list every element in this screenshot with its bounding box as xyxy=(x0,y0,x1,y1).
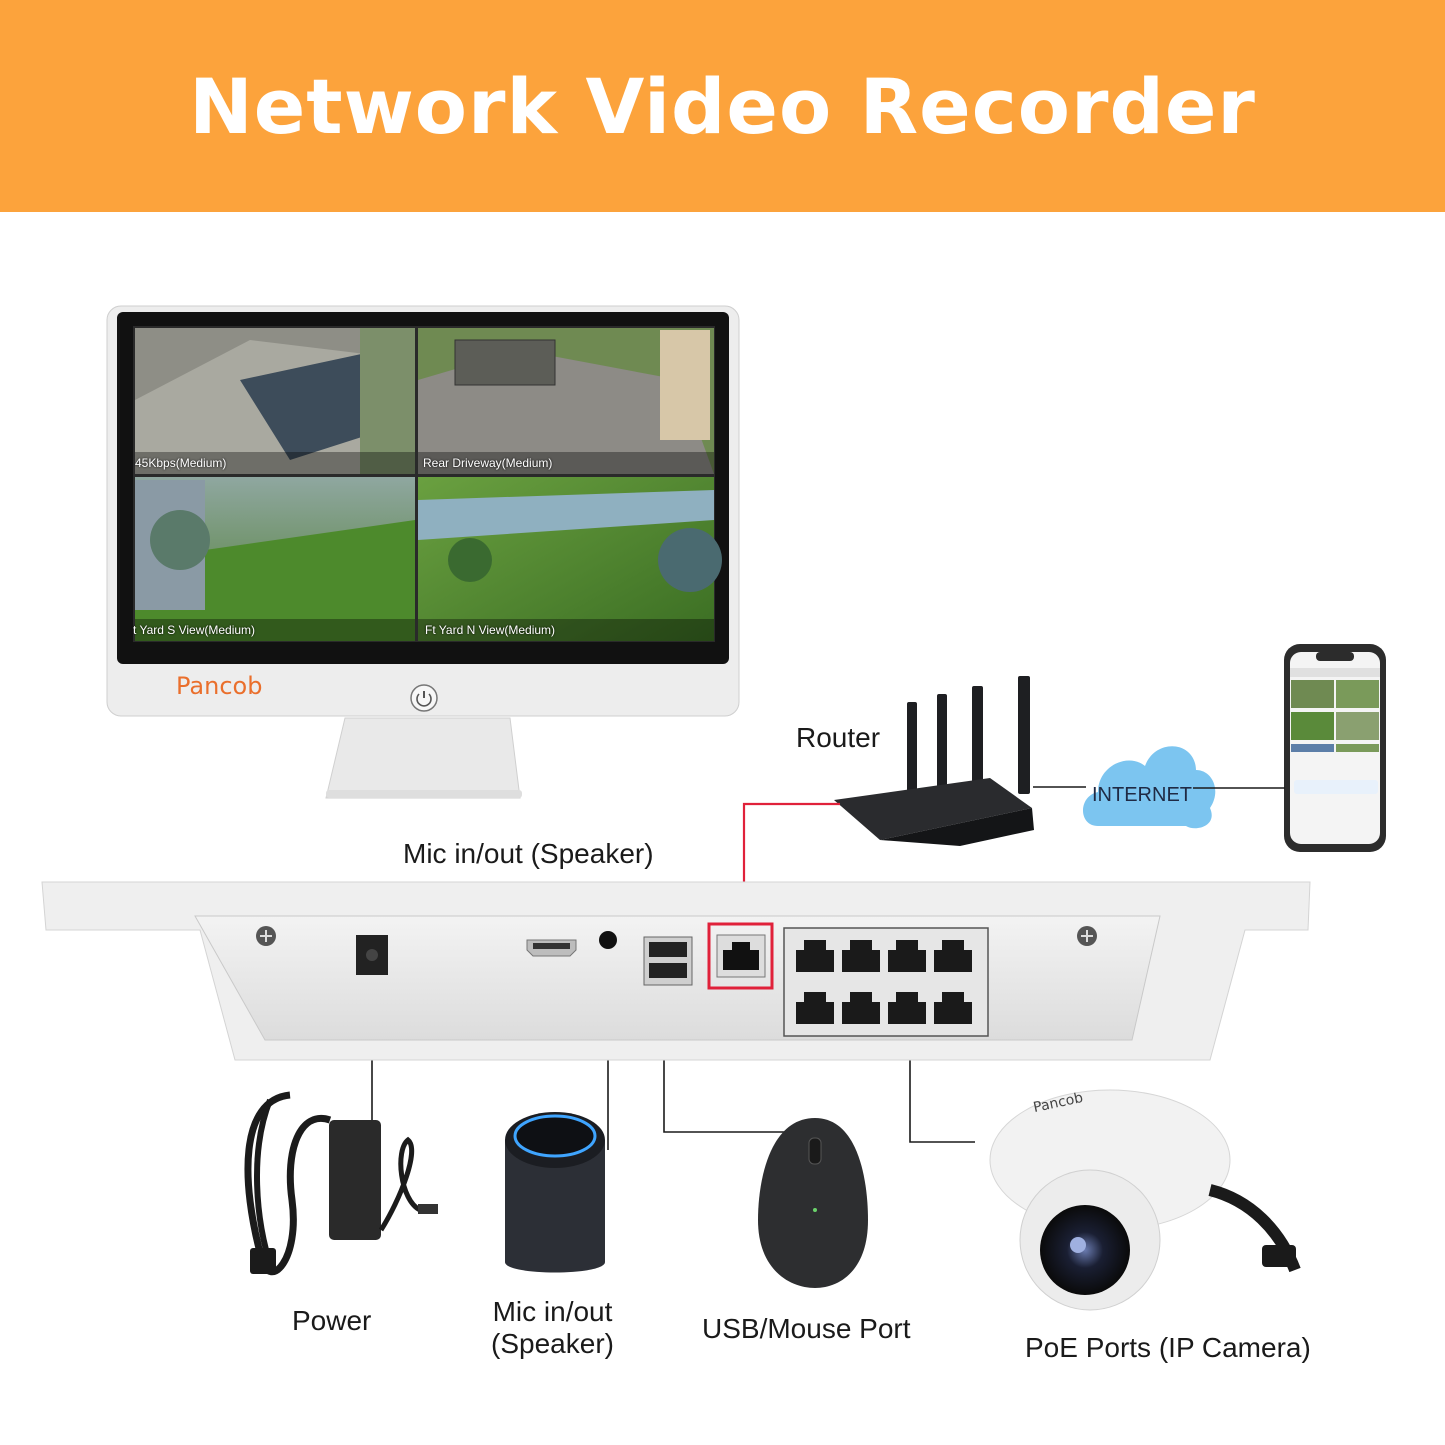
router-label: Router xyxy=(796,722,881,753)
camera-caption: t Yard S View(Medium) xyxy=(133,623,256,637)
internet-label: INTERNET xyxy=(1092,784,1192,806)
mic-label-line2: (Speaker) xyxy=(491,1328,614,1360)
page-title: Network Video Recorder xyxy=(189,61,1256,151)
mic-top-label: Mic in/out (Speaker) xyxy=(403,838,654,869)
mic-label: Mic in/out (Speaker) xyxy=(470,1296,635,1360)
dome-camera-icon xyxy=(989,1089,1301,1311)
monitor-icon xyxy=(106,305,740,799)
speaker-icon xyxy=(505,1112,605,1273)
cloud-icon xyxy=(1083,746,1216,829)
nvr-back-panel xyxy=(41,881,1311,1061)
brand-logo: Pancob xyxy=(176,672,263,700)
power-adapter-icon xyxy=(244,1091,438,1276)
poe-label: PoE Ports (IP Camera) xyxy=(1025,1332,1311,1363)
camera-caption: Ft Yard N View(Medium) xyxy=(425,623,556,637)
title-banner: Network Video Recorder xyxy=(0,0,1445,212)
phone-icon xyxy=(1284,644,1386,852)
camera-caption: 45Kbps(Medium) xyxy=(135,456,227,470)
usb-label: USB/Mouse Port xyxy=(702,1313,911,1344)
mouse-icon xyxy=(758,1118,868,1288)
camera-caption: Rear Driveway(Medium) xyxy=(423,456,553,470)
power-label: Power xyxy=(292,1305,372,1336)
mic-label-line1: Mic in/out xyxy=(492,1296,613,1327)
router-icon xyxy=(834,676,1034,846)
